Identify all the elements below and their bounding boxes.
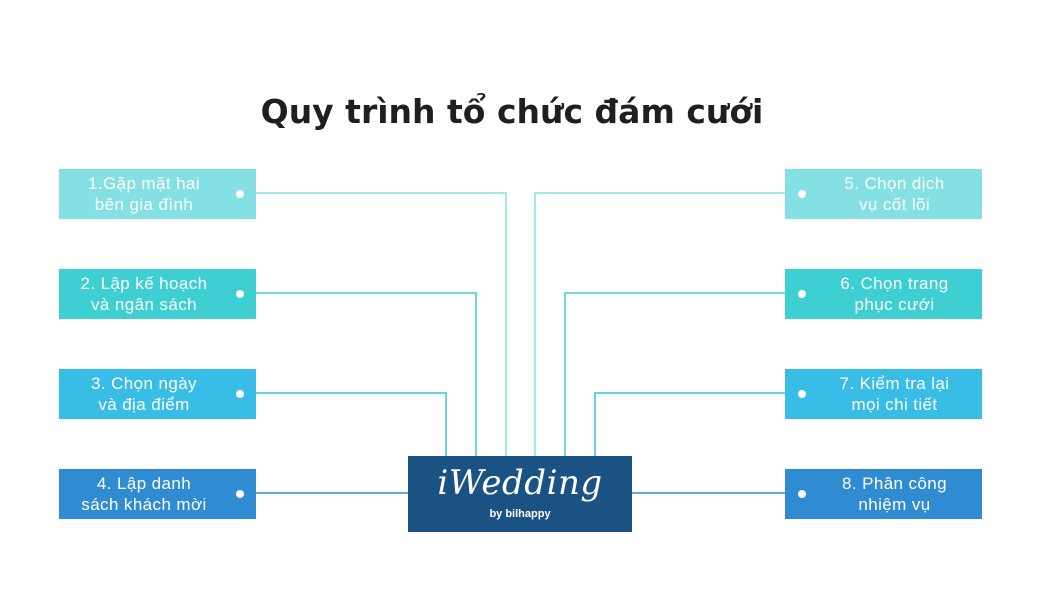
step-8-label: 8. Phân công nhiệm vụ [842, 474, 947, 514]
step-6-box: 6. Chọn trang phục cưới [785, 269, 982, 319]
logo-brand-text: iWedding [437, 463, 603, 503]
step-1-box: 1.Gặp mặt hai bên gia đình [59, 169, 256, 219]
step-7-label: 7. Kiểm tra lại mọi chi tiết [839, 374, 950, 414]
step-6-dot [798, 290, 806, 298]
step-7-box: 7. Kiểm tra lại mọi chi tiết [785, 369, 982, 419]
step-5-box: 5. Chọn dịch vụ cốt lõi [785, 169, 982, 219]
step-7-dot [798, 390, 806, 398]
connector-step-7 [594, 392, 785, 456]
step-2-dot [236, 290, 244, 298]
step-5-label: 5. Chọn dịch vụ cốt lõi [844, 174, 945, 214]
diagram-title: Quy trình tổ chức đám cưới [260, 92, 764, 131]
step-4-dot [236, 490, 244, 498]
step-4-label: 4. Lập danh sách khách mời [81, 474, 207, 514]
step-3-dot [236, 390, 244, 398]
step-1-dot [236, 190, 244, 198]
step-3-box: 3. Chọn ngày và địa điểm [59, 369, 256, 419]
connector-step-2 [255, 292, 477, 456]
step-8-dot [798, 490, 806, 498]
connector-step-1 [255, 192, 507, 456]
logo-byline-text: by bilhappy [489, 508, 551, 520]
step-2-box: 2. Lập kế hoạch và ngân sách [59, 269, 256, 319]
step-4-box: 4. Lập danh sách khách mời [59, 469, 256, 519]
step-2-label: 2. Lập kế hoạch và ngân sách [80, 274, 208, 314]
step-5-dot [798, 190, 806, 198]
step-3-label: 3. Chọn ngày và địa điểm [91, 374, 197, 414]
connector-step-5 [534, 192, 785, 456]
step-1-label: 1.Gặp mặt hai bên gia đình [88, 174, 200, 214]
connector-step-3 [255, 392, 447, 456]
connector-step-6 [564, 292, 785, 456]
iwedding-logo: iWedding by bilhappy [408, 456, 632, 532]
step-8-box: 8. Phân công nhiệm vụ [785, 469, 982, 519]
step-6-label: 6. Chọn trang phục cưới [840, 274, 949, 314]
